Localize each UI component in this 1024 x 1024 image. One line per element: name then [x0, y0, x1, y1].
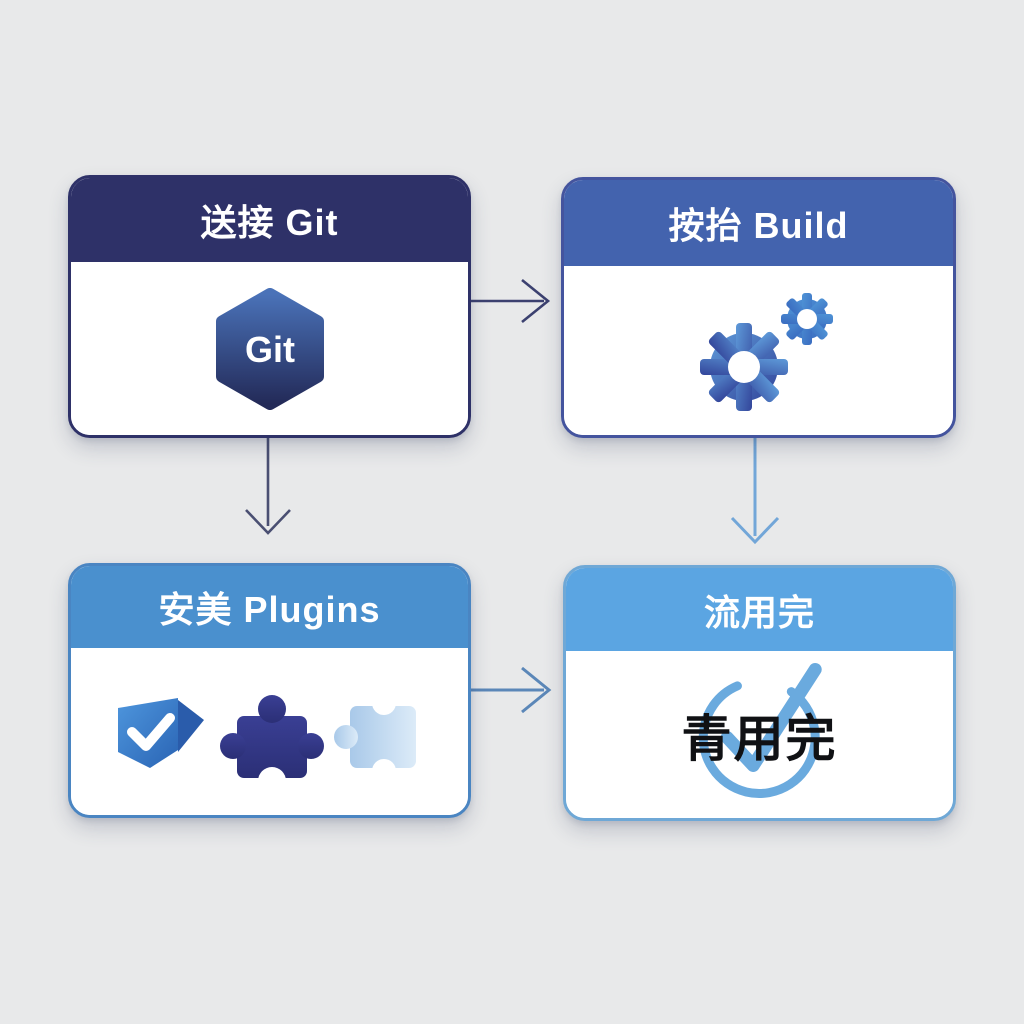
card-install-plugins-body [71, 648, 468, 815]
gears-icon [699, 292, 833, 411]
card-clone-git-header: 送接 Git [71, 178, 468, 262]
card-build: 按抬 Build [561, 177, 956, 438]
git-hexagon-icon: Git [215, 287, 324, 410]
arrow-clone-to-plugins-icon [245, 433, 291, 535]
card-build-header: 按抬 Build [564, 180, 953, 266]
puzzle-piece-dark-icon [219, 694, 324, 783]
check-badge-icon [117, 697, 204, 768]
card-install-plugins-title: 安美 Plugins [158, 589, 381, 630]
arrow-plugins-to-done-icon [464, 666, 552, 714]
card-done: 流用完 青用完 [563, 565, 956, 821]
small-gear-icon [780, 292, 833, 345]
large-gear-icon [699, 322, 788, 411]
card-clone-git-title: 送接 Git [200, 202, 339, 243]
check-circle-icon [698, 662, 822, 798]
git-icon-label: Git [245, 329, 295, 370]
card-install-plugins-header: 安美 Plugins [71, 566, 468, 648]
card-done-header: 流用完 [566, 568, 953, 651]
card-done-title: 流用完 [703, 591, 815, 633]
done-status-text: 青用完 [681, 710, 838, 767]
card-done-body: 青用完 [566, 651, 953, 818]
card-build-body [564, 266, 953, 435]
card-build-title: 按抬 Build [668, 205, 849, 246]
puzzle-piece-light-icon [333, 693, 416, 778]
arrow-build-to-done-icon [730, 433, 780, 545]
arrow-clone-to-build-icon [466, 278, 551, 324]
card-clone-git-body: Git [71, 262, 468, 435]
card-clone-git: 送接 Git Git [68, 175, 471, 438]
card-install-plugins: 安美 Plugins [68, 563, 471, 818]
